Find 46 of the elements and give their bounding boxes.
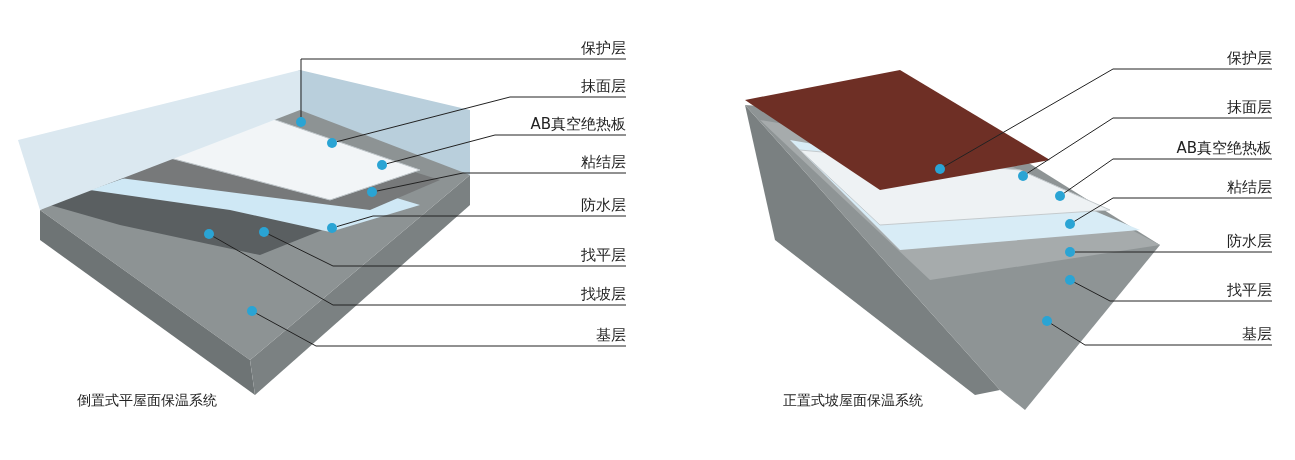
- layer-label: 防水层: [1227, 232, 1272, 252]
- layer-label: 粘结层: [1227, 178, 1272, 198]
- marker-dot: [247, 306, 257, 316]
- layer-label: 找平层: [581, 246, 626, 266]
- leader-line: [336, 215, 627, 228]
- figure-caption: 正置式坡屋面保温系统: [783, 392, 923, 410]
- leader-line: [300, 58, 627, 118]
- leader-line: [268, 233, 627, 267]
- marker-dot: [1055, 191, 1065, 201]
- layer-label: 粘结层: [581, 153, 626, 173]
- leader-line: [255, 312, 627, 347]
- marker-dot: [1065, 275, 1075, 285]
- leader-line: [1074, 251, 1273, 253]
- marker-dot: [935, 164, 945, 174]
- layer-label: 找坡层: [581, 285, 626, 305]
- leader-line: [386, 134, 627, 165]
- marker-dot: [377, 160, 387, 170]
- layer-label: 基层: [596, 326, 626, 346]
- layer-label: 抹面层: [1227, 98, 1272, 118]
- layer-label: AB真空绝热板: [530, 115, 626, 135]
- leader-line: [1073, 197, 1273, 222]
- leader-line: [212, 236, 627, 306]
- marker-dot: [1018, 171, 1028, 181]
- layer-label: 抹面层: [581, 77, 626, 97]
- leader-line: [376, 172, 627, 192]
- marker-dot: [259, 227, 269, 237]
- leader-line: [1063, 158, 1273, 194]
- layer-label: 防水层: [581, 196, 626, 216]
- leader-line: [1050, 323, 1273, 346]
- leader-line: [336, 96, 627, 143]
- leader-line: [1073, 281, 1273, 302]
- marker-dot: [204, 229, 214, 239]
- leader-line: [943, 68, 1273, 167]
- layer-label: 找平层: [1227, 281, 1272, 301]
- layer-label: 基层: [1242, 325, 1272, 345]
- marker-dot: [327, 223, 337, 233]
- layer-label: 保护层: [1227, 49, 1272, 69]
- figure-caption: 倒置式平屋面保温系统: [77, 392, 217, 410]
- marker-dot: [1065, 247, 1075, 257]
- marker-dot: [1042, 316, 1052, 326]
- layer-label: AB真空绝热板: [1176, 139, 1272, 159]
- marker-dot: [367, 187, 377, 197]
- marker-dot: [327, 138, 337, 148]
- marker-dot: [1065, 219, 1075, 229]
- layer-label: 保护层: [581, 39, 626, 59]
- marker-dot: [296, 117, 306, 127]
